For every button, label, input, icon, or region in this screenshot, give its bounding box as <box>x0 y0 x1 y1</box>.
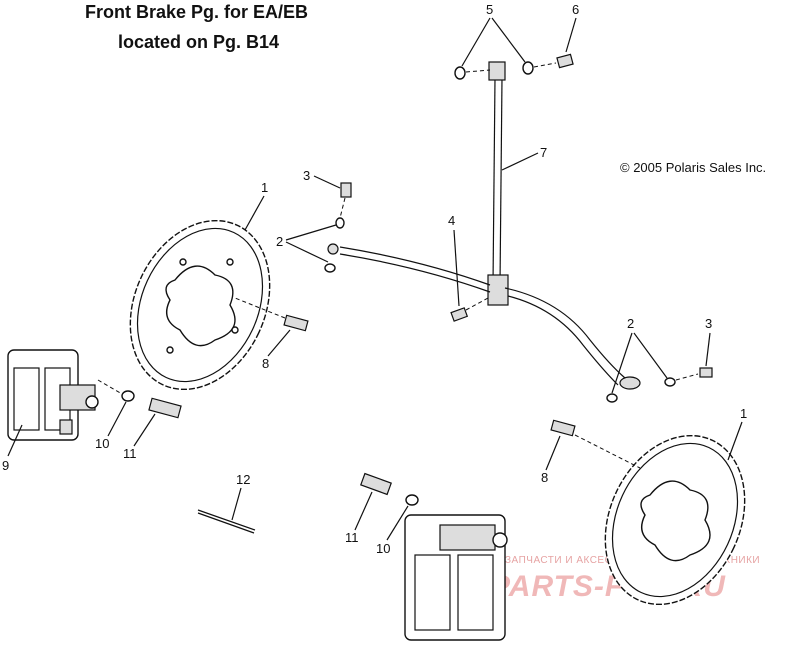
callout-12: 12 <box>236 472 250 487</box>
copyright-text: © 2005 Polaris Sales Inc. <box>620 160 767 175</box>
callout-9: 9 <box>2 458 9 473</box>
brake-caliper-left <box>7 349 99 441</box>
header-line-1: Front Brake Pg. for EA/EB <box>85 2 309 22</box>
callout-8-right: 8 <box>541 470 548 485</box>
brake-hose-right-branch <box>504 287 641 390</box>
callout-1-right: 1 <box>740 406 747 421</box>
washer-left-upper <box>335 217 345 229</box>
callouts: 1 2 3 4 5 6 7 8 9 10 11 12 2 3 1 8 <box>2 2 747 556</box>
washer-caliper-left <box>121 390 135 402</box>
callout-4: 4 <box>448 213 455 228</box>
callout-2-left: 2 <box>276 234 283 249</box>
brake-hose-left-branch <box>327 243 491 293</box>
callout-6: 6 <box>572 2 579 17</box>
disc-bolt-left <box>234 297 309 332</box>
washer-right-upper <box>664 377 676 387</box>
callout-8-left: 8 <box>262 356 269 371</box>
callout-2-right: 2 <box>627 316 634 331</box>
callout-11-left: 11 <box>123 446 137 461</box>
callout-7: 7 <box>540 145 547 160</box>
header-line-2: located on Pg. B14 <box>118 32 280 52</box>
caliper-bolt-right <box>360 472 392 496</box>
caliper-bolt-left <box>148 397 182 419</box>
brake-caliper-right <box>404 514 508 641</box>
callout-3-right: 3 <box>705 316 712 331</box>
banjo-bolt-right <box>699 367 713 378</box>
callout-11-right: 11 <box>345 530 359 545</box>
wire-tie-12 <box>197 509 256 534</box>
brake-disc-right <box>604 434 746 606</box>
washer-right-lower <box>606 393 618 403</box>
banjo-washer-top-right <box>522 61 534 75</box>
brake-hose-vertical <box>487 61 509 306</box>
callout-10-left: 10 <box>95 436 109 451</box>
bolt-4 <box>450 297 489 322</box>
callout-3-left: 3 <box>303 168 310 183</box>
washer-left-lower <box>324 263 336 273</box>
banjo-bolt-top <box>556 53 574 69</box>
callout-10-right: 10 <box>376 541 390 556</box>
disc-bolt-right <box>550 419 641 469</box>
callout-1-left: 1 <box>261 180 268 195</box>
washer-caliper-right <box>405 494 419 506</box>
brake-disc-left <box>129 219 271 391</box>
banjo-washer-top-left <box>454 66 466 80</box>
banjo-bolt-left <box>340 182 352 198</box>
callout-5: 5 <box>486 2 493 17</box>
